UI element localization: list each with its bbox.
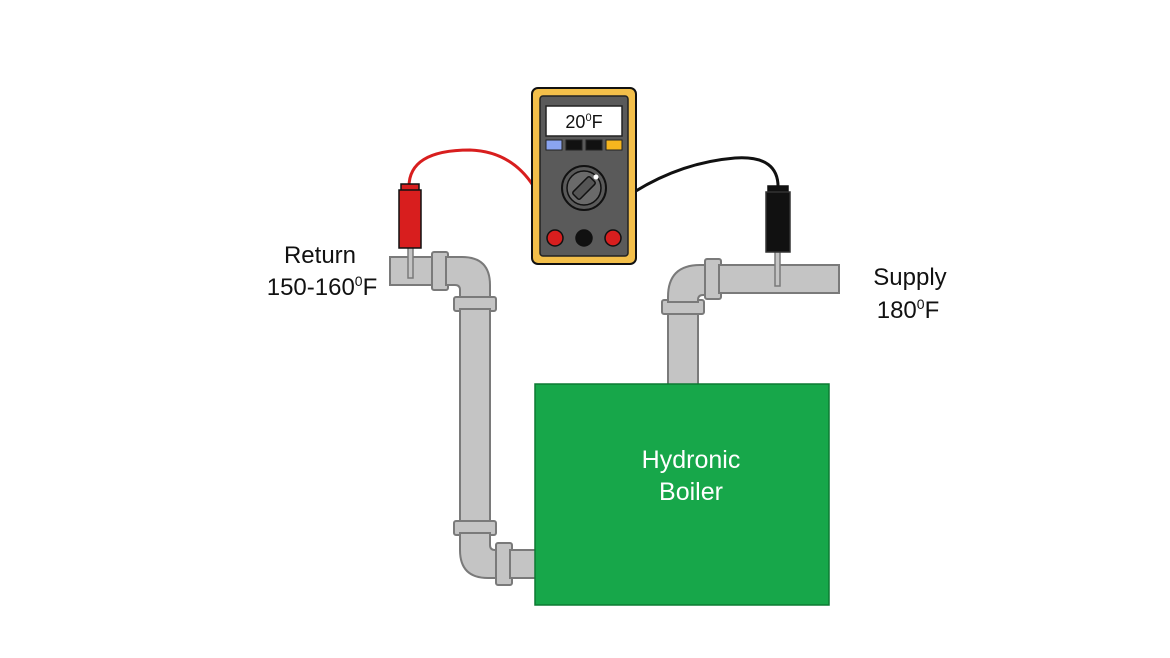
boiler-body	[534, 383, 830, 606]
supply-temp: 1800F	[877, 296, 940, 324]
red-lead-wire	[407, 148, 552, 226]
boiler-label-line1: Hydronic	[642, 446, 741, 474]
meter-dial[interactable]	[561, 165, 607, 211]
return-temp: 150-1600F	[267, 273, 378, 301]
dial-indicator-dot	[593, 174, 599, 180]
meter-jack-red-right[interactable]	[604, 229, 622, 247]
meter-button-yellow[interactable]	[605, 139, 623, 151]
meter-jack-red-left[interactable]	[546, 229, 564, 247]
return-pipe	[389, 251, 539, 586]
black-probe	[765, 185, 791, 253]
boiler-label-line2: Boiler	[659, 478, 723, 506]
multimeter: 200F	[531, 87, 637, 265]
meter-button-black-1[interactable]	[565, 139, 583, 151]
meter-display	[545, 105, 623, 137]
return-label: Return	[284, 242, 356, 269]
meter-jack-common[interactable]	[575, 229, 593, 247]
supply-probe-stem	[774, 249, 781, 287]
return-probe-stem	[407, 245, 414, 279]
meter-button-blue[interactable]	[545, 139, 563, 151]
supply-pipe	[661, 258, 840, 388]
red-probe	[398, 183, 422, 249]
meter-button-black-2[interactable]	[585, 139, 603, 151]
supply-label: Supply	[873, 264, 946, 291]
meter-reading: 200F	[565, 112, 602, 132]
